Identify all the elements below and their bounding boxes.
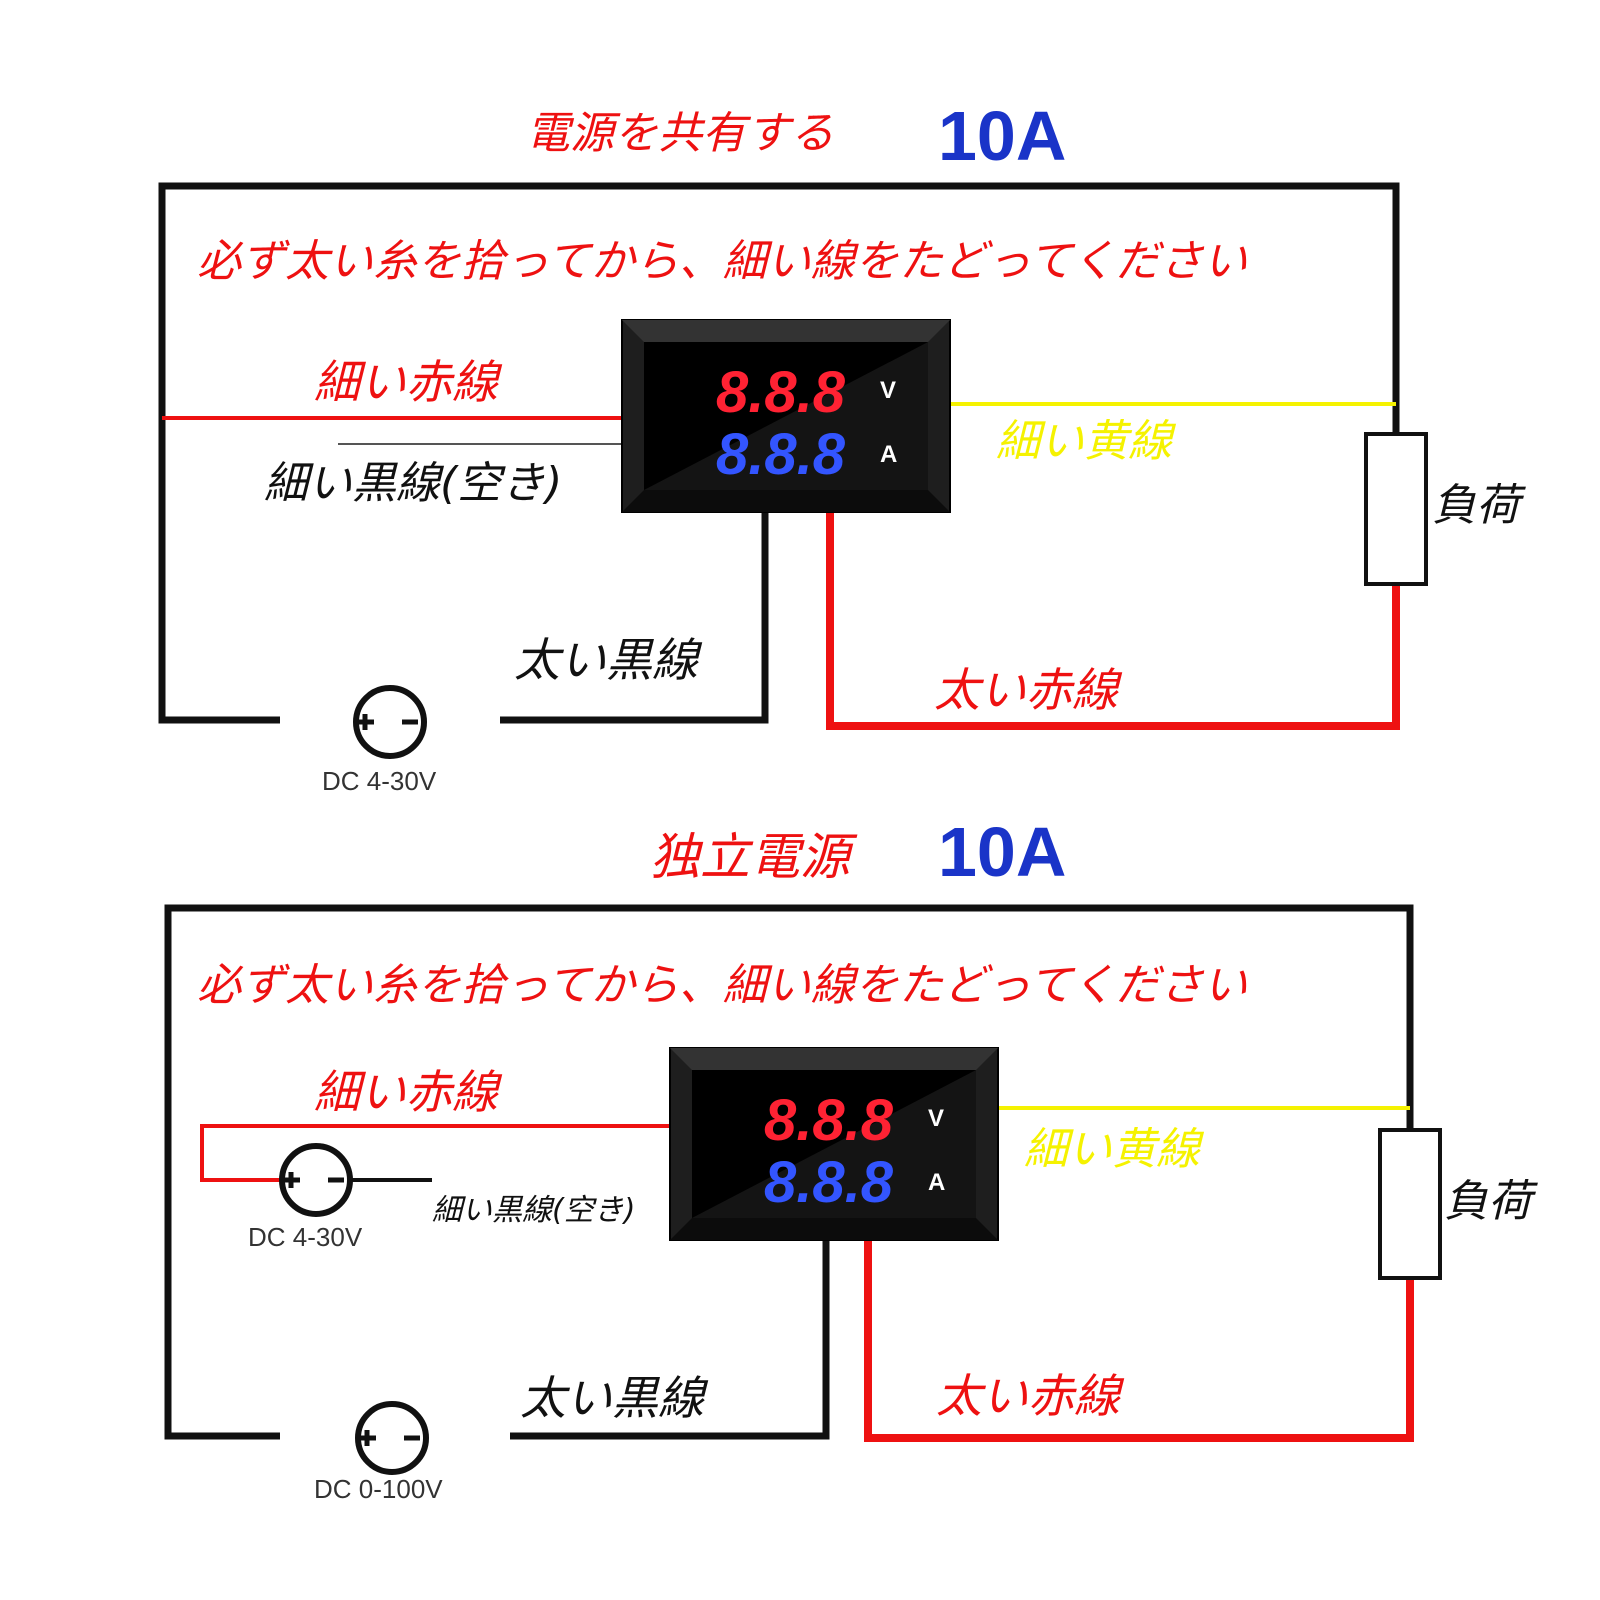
thick-black-wire-loop bbox=[158, 182, 1400, 724]
load-label: 負荷 bbox=[1432, 480, 1526, 531]
volt-amp-meter: 8.8.8 8.8.8 V A bbox=[669, 1047, 999, 1241]
current-rating: 10A bbox=[938, 813, 1066, 891]
unit-v: V bbox=[928, 1105, 944, 1132]
thick-red-wire bbox=[864, 1240, 1414, 1442]
unit-a: A bbox=[880, 441, 897, 468]
thin-red-label: 細い赤線 bbox=[314, 355, 503, 409]
thick-red-label: 太い赤線 bbox=[934, 663, 1123, 717]
aux-dc-power-source bbox=[279, 1143, 353, 1217]
thin-yellow-label: 細い黄線 bbox=[1024, 1124, 1205, 1175]
diagram-title: 独立電源 bbox=[650, 828, 858, 886]
thick-black-wire bbox=[500, 512, 769, 724]
thick-red-wire bbox=[826, 512, 1400, 730]
load-resistor bbox=[1364, 432, 1428, 586]
unit-a: A bbox=[928, 1169, 945, 1196]
thick-black-label: 太い黒線 bbox=[520, 1371, 709, 1425]
aux-supply-voltage-label: DC 4-30V bbox=[248, 1222, 363, 1252]
thick-black-wire-loop bbox=[164, 904, 1414, 1440]
diagram-independent-power: 独立電源 10A DC 4-30V DC 0-100V 負荷 bbox=[164, 813, 1538, 1504]
load-label: 負荷 bbox=[1444, 1176, 1538, 1227]
load-resistor bbox=[1378, 1128, 1442, 1280]
instruction-text: 必ず太い糸を拾ってから、細い線をたどってください bbox=[197, 236, 1247, 287]
thin-black-label: 細い黒線(空き) bbox=[264, 458, 562, 509]
volt-amp-meter: 8.8.8 8.8.8 V A bbox=[621, 319, 951, 513]
supply-voltage-label: DC 0-100V bbox=[314, 1474, 443, 1504]
voltage-display: 8.8.8 bbox=[764, 1088, 894, 1153]
thin-red-label: 細い赤線 bbox=[314, 1065, 503, 1119]
unit-v: V bbox=[880, 377, 896, 404]
thin-red-wire bbox=[200, 1124, 670, 1182]
diagram-title: 電源を共有する bbox=[526, 108, 834, 159]
voltage-display: 8.8.8 bbox=[716, 360, 846, 425]
supply-voltage-label: DC 4-30V bbox=[322, 766, 437, 796]
current-rating: 10A bbox=[938, 97, 1066, 175]
thick-black-wire bbox=[510, 1240, 830, 1440]
diagram-shared-power: 電源を共有する 10A DC 4-30V 負荷 8.8.8 bbox=[158, 97, 1526, 796]
thin-black-label: 細い黒線(空き) bbox=[432, 1193, 635, 1228]
thick-red-label: 太い赤線 bbox=[936, 1369, 1125, 1423]
instruction-text: 必ず太い糸を拾ってから、細い線をたどってください bbox=[197, 960, 1247, 1011]
dc-power-source bbox=[353, 685, 427, 759]
thin-yellow-label: 細い黄線 bbox=[996, 416, 1177, 467]
current-display: 8.8.8 bbox=[764, 1150, 894, 1215]
thick-black-label: 太い黒線 bbox=[514, 633, 703, 687]
current-display: 8.8.8 bbox=[716, 422, 846, 487]
dc-power-source bbox=[355, 1401, 429, 1475]
